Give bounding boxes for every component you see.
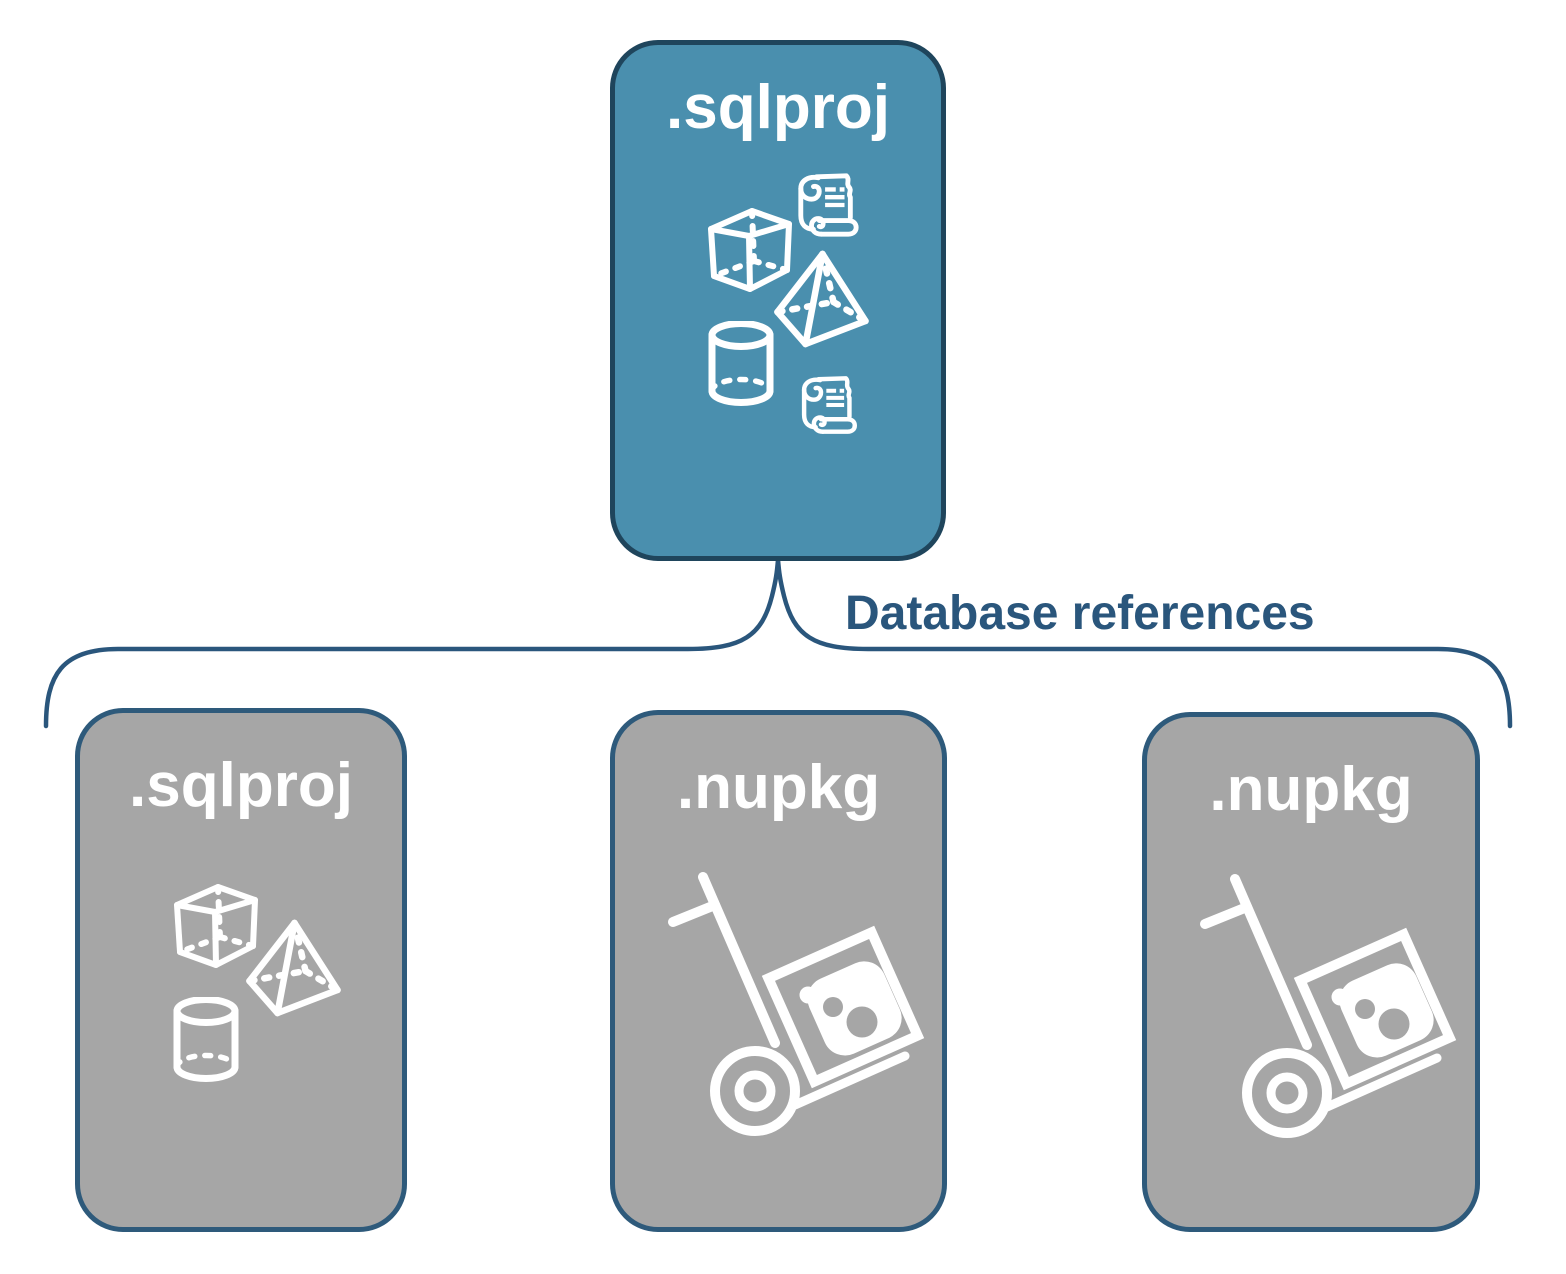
database-references-label: Database references — [845, 587, 1315, 640]
script-scroll-icon — [798, 173, 859, 237]
pyramid-icon — [246, 919, 341, 1017]
child-node-title: .nupkg — [1209, 755, 1413, 824]
nuget-package-truck-icon — [668, 872, 925, 1136]
script-scroll-icon — [801, 376, 857, 434]
database-cylinder-icon — [708, 321, 774, 406]
root-node-title: .sqlproj — [666, 73, 890, 142]
cube-icon — [174, 884, 258, 968]
nuget-package-truck-icon — [1200, 874, 1457, 1138]
child-node-nupkg: .nupkg — [610, 710, 947, 1232]
child-node-sqlproj: .sqlproj — [75, 708, 407, 1232]
pyramid-icon — [774, 250, 869, 348]
cube-icon — [708, 208, 792, 292]
child-node-nupkg: .nupkg — [1142, 712, 1480, 1232]
child-node-title: .sqlproj — [129, 751, 353, 820]
database-cylinder-icon — [173, 997, 239, 1082]
root-node-sqlproj: .sqlproj — [610, 40, 946, 561]
child-node-title: .nupkg — [676, 753, 881, 822]
